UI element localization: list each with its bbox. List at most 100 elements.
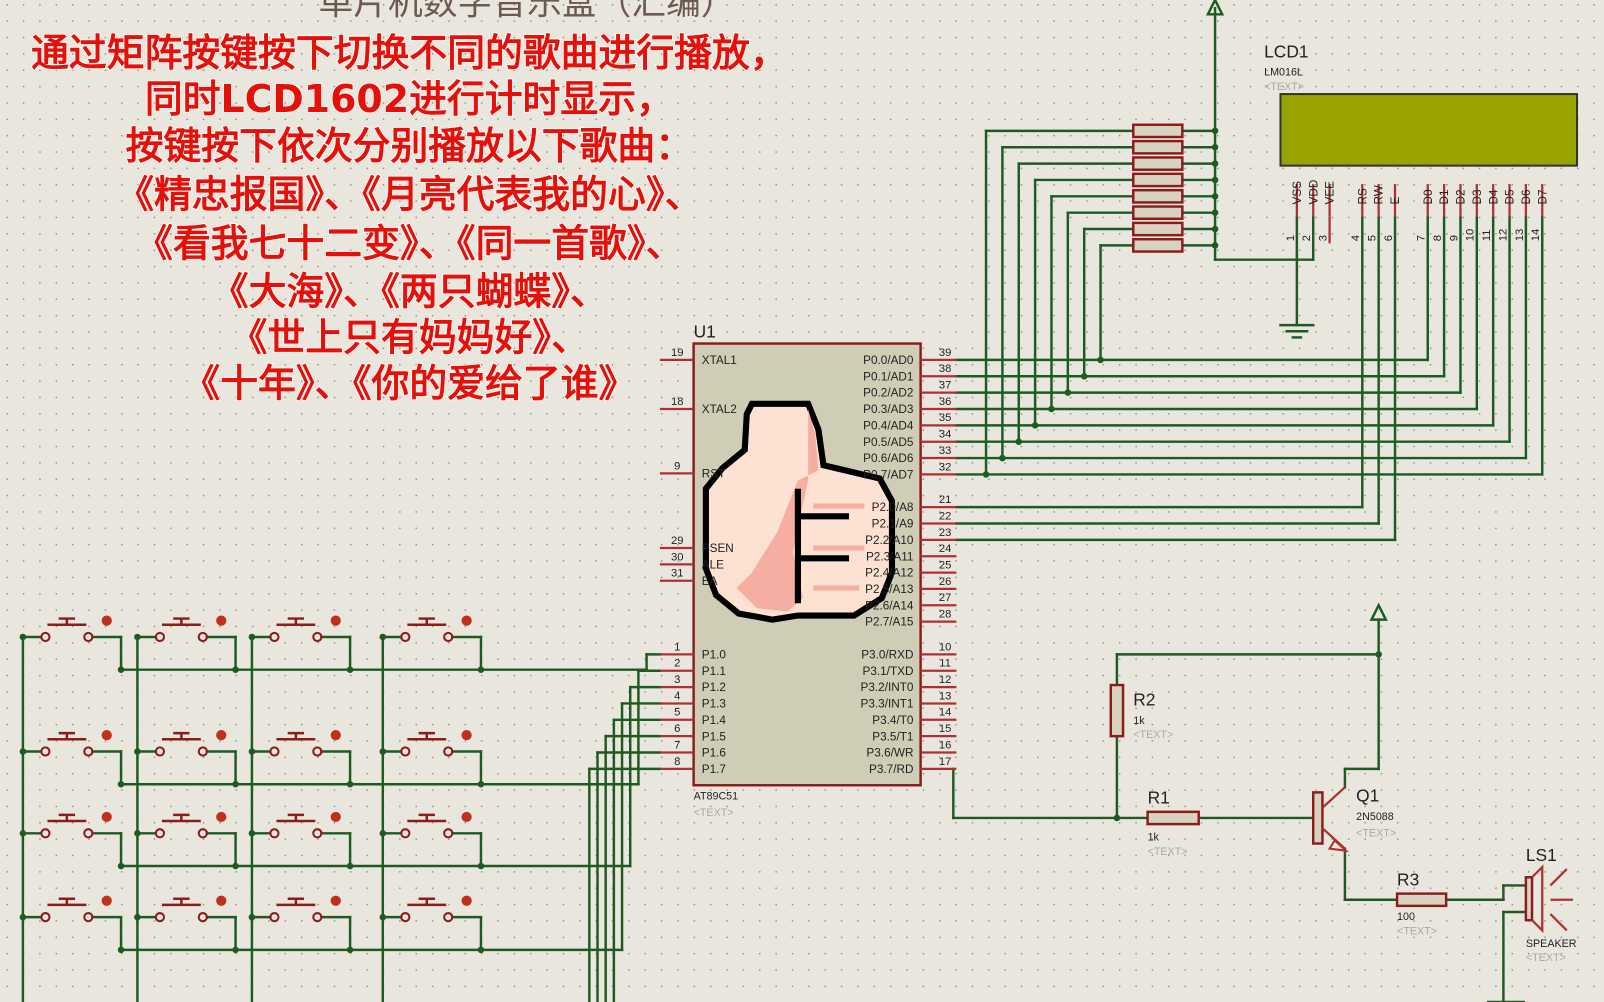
switch-contact bbox=[40, 828, 51, 839]
switch-contact bbox=[83, 912, 94, 923]
switch-contact bbox=[40, 912, 51, 923]
pin-name: P0.0/AD0 bbox=[863, 354, 914, 367]
pin-name: P3.0/RXD bbox=[861, 648, 913, 661]
pin-number: 30 bbox=[671, 551, 683, 563]
junction-dot bbox=[1211, 160, 1219, 167]
pin-name: EA bbox=[702, 575, 718, 588]
description-line: 按键按下依次分别播放以下歌曲： bbox=[126, 124, 693, 168]
pin-number: 28 bbox=[939, 609, 952, 621]
pin-number: 37 bbox=[939, 380, 952, 392]
switch-contact bbox=[40, 631, 51, 643]
speaker-cone-icon bbox=[1531, 864, 1544, 934]
pin-name: P1.5 bbox=[702, 730, 727, 743]
pin-number: 25 bbox=[939, 559, 952, 571]
switch-pin-dot bbox=[461, 730, 472, 741]
junction-dot bbox=[379, 913, 387, 921]
switch-pin-dot bbox=[461, 895, 472, 906]
pin-number: 17 bbox=[939, 756, 952, 768]
pin-number: 21 bbox=[939, 494, 952, 506]
pin-number: 38 bbox=[939, 363, 952, 375]
switch-contact bbox=[154, 746, 166, 757]
pin-name: P2.5/A13 bbox=[865, 583, 914, 596]
junction-dot bbox=[1064, 389, 1072, 396]
pin-number: 14 bbox=[939, 707, 952, 719]
switch-contact bbox=[400, 746, 411, 757]
switch-contact bbox=[312, 912, 323, 923]
lcd-pin-name: D2 bbox=[1455, 189, 1468, 204]
description-line: 《世上只有妈妈好》、 bbox=[230, 315, 589, 359]
lcd-pin-number: 6 bbox=[1383, 235, 1395, 241]
pin-number: 19 bbox=[671, 347, 683, 359]
switch-pin-dot bbox=[461, 615, 472, 626]
switch-pin-dot bbox=[216, 730, 227, 741]
r3-text: <TEXT> bbox=[1397, 926, 1437, 938]
junction-dot bbox=[134, 830, 141, 837]
pin-name: P1.0 bbox=[702, 648, 727, 661]
pin-name: RST bbox=[702, 467, 726, 480]
r1-text: <TEXT> bbox=[1148, 846, 1188, 858]
pin-number: 9 bbox=[674, 460, 680, 472]
ls1-part: SPEAKER bbox=[1526, 938, 1577, 950]
switch-contact bbox=[443, 746, 454, 757]
junction-dot bbox=[19, 633, 27, 641]
pin-name: P2.2/A10 bbox=[865, 534, 914, 547]
pin-number: 22 bbox=[939, 510, 952, 522]
pin-line bbox=[1321, 786, 1346, 809]
ls1-text: <TEXT> bbox=[1526, 952, 1566, 964]
pin-number: 36 bbox=[939, 396, 952, 408]
pin-name: P1.3 bbox=[702, 698, 727, 711]
pullup-resistor bbox=[1132, 156, 1184, 171]
pin-number: 10 bbox=[939, 641, 952, 653]
r2-text: <TEXT> bbox=[1133, 729, 1173, 741]
r3-value: 100 bbox=[1397, 911, 1415, 923]
switch-pin-dot bbox=[101, 615, 112, 626]
junction-dot bbox=[19, 913, 27, 921]
pin-name: P0.4/AD4 bbox=[863, 419, 914, 432]
pin-number: 4 bbox=[674, 690, 680, 702]
lcd-pin-number: 12 bbox=[1497, 229, 1509, 242]
lcd-pin-number: 11 bbox=[1481, 230, 1493, 242]
r2-value: 1k bbox=[1133, 715, 1145, 727]
pin-line bbox=[1549, 868, 1568, 887]
pin-name: PSEN bbox=[702, 542, 734, 555]
switch-contact bbox=[400, 912, 411, 923]
lcd-pin-number: 7 bbox=[1416, 235, 1428, 241]
pin-name: P3.5/T1 bbox=[872, 730, 913, 743]
lcd-pin-number: 10 bbox=[1465, 229, 1477, 242]
switch-contact bbox=[197, 828, 208, 839]
pin-number: 31 bbox=[671, 568, 683, 580]
switch-contact bbox=[197, 746, 208, 757]
lcd-pin-name: VEE bbox=[1324, 181, 1337, 205]
pin-name: P2.4/A12 bbox=[865, 567, 913, 580]
resistor-r2 bbox=[1109, 683, 1125, 738]
switch-contact bbox=[154, 912, 166, 923]
pin-line bbox=[1549, 913, 1568, 932]
switch-contact bbox=[269, 746, 280, 757]
lcd-pin-name: D7 bbox=[1536, 189, 1549, 204]
switch-contact bbox=[269, 631, 280, 643]
lcd-pin-name: D5 bbox=[1504, 189, 1517, 204]
pullup-resistor bbox=[1132, 221, 1184, 237]
junction-dot bbox=[1097, 356, 1104, 364]
q1-part: 2N5088 bbox=[1356, 811, 1394, 823]
lcd-ref: LCD1 bbox=[1264, 41, 1308, 61]
pin-number: 35 bbox=[939, 412, 952, 424]
junction-dot bbox=[1015, 438, 1023, 445]
r2-ref: R2 bbox=[1133, 689, 1155, 709]
junction-dot bbox=[134, 748, 141, 755]
switch-contact bbox=[40, 746, 51, 757]
lcd-part: LM016L bbox=[1264, 67, 1303, 79]
pullup-resistor bbox=[1132, 123, 1184, 139]
junction-dot bbox=[1211, 225, 1219, 233]
pin-name: P3.4/T0 bbox=[872, 714, 914, 727]
junction-dot bbox=[1211, 127, 1219, 135]
pin-name: ALE bbox=[702, 558, 724, 571]
pin-name: P2.1/A9 bbox=[872, 518, 914, 531]
schematic-title: 单片机数字音乐盒（汇编） bbox=[318, 0, 735, 23]
pin-name: XTAL1 bbox=[702, 354, 737, 367]
pin-name: P1.4 bbox=[702, 714, 727, 727]
q1-ref: Q1 bbox=[1356, 786, 1379, 806]
lcd-pin-number: 1 bbox=[1285, 235, 1297, 241]
pullup-resistor bbox=[1132, 139, 1184, 155]
